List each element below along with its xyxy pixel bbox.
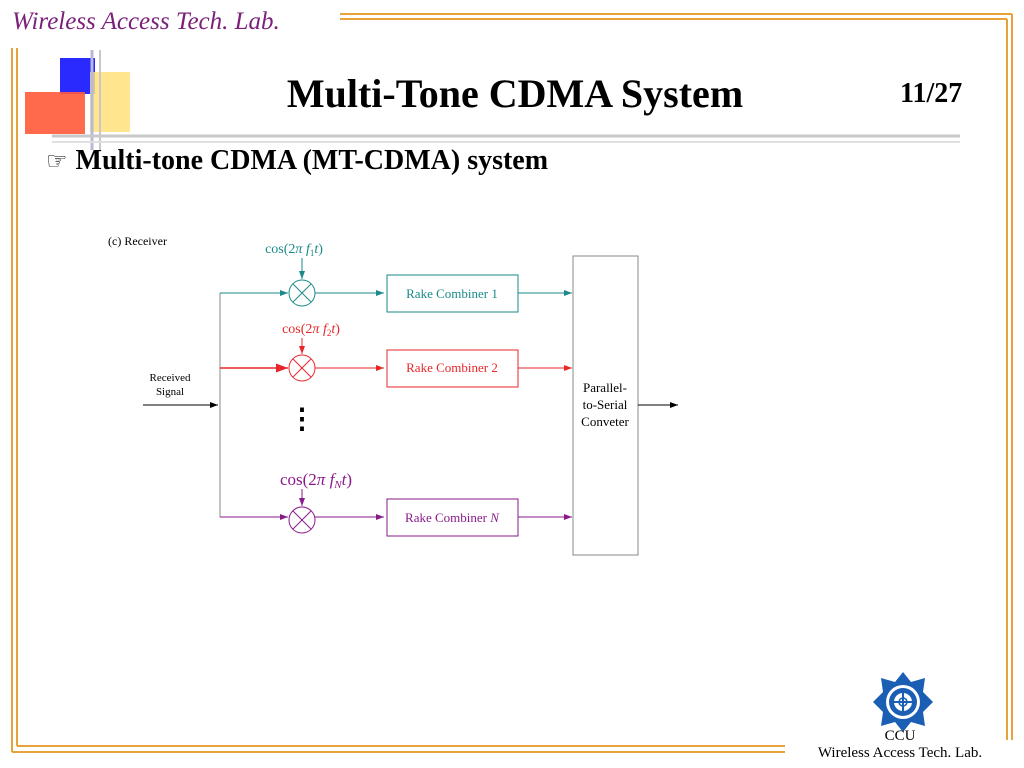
received-signal-label-2: Signal: [156, 386, 184, 398]
rake-combiner-2-label: Rake Combiner 2: [406, 360, 498, 375]
oscillator-label-1: cos(2π f1t): [265, 242, 323, 258]
title-decoration: [25, 50, 960, 150]
diagram-caption: (c) Receiver: [108, 234, 167, 248]
page-number: 11/27: [900, 78, 963, 109]
slide-title: Multi-Tone CDMA System: [286, 71, 744, 116]
more-branches-ellipsis: ⋮: [288, 404, 316, 435]
oscillator-label-n: cos(2π fNt): [280, 470, 352, 491]
branch-1: [220, 258, 572, 313]
ps-label-line1: Parallel-: [583, 380, 627, 395]
rake-combiner-n-label: Rake Combiner N: [405, 510, 500, 525]
ps-label-line3: Conveter: [581, 414, 629, 429]
rake-combiner-1-label: Rake Combiner 1: [406, 286, 498, 301]
bullet-text: Multi-tone CDMA (MT-CDMA) system: [75, 145, 549, 176]
header-lab-name: Wireless Access Tech. Lab.: [12, 8, 280, 35]
received-signal-label-1: Received: [150, 372, 191, 384]
footer-lab-name: Wireless Access Tech. Lab.: [817, 745, 983, 761]
ccu-emblem-icon: [873, 672, 933, 732]
footer-org: CCU: [884, 728, 916, 744]
oscillator-label-2: cos(2π f2t): [282, 322, 340, 338]
parallel-to-serial-block: [572, 255, 639, 556]
branch-n: [220, 489, 572, 537]
branch-2: [220, 338, 572, 388]
footer: CCU Wireless Access Tech. Lab.: [800, 728, 1000, 762]
ps-label-line2: to-Serial: [583, 397, 628, 412]
bullet-item: ☞ Multi-tone CDMA (MT-CDMA) system: [46, 145, 548, 177]
pointing-hand-icon: ☞: [46, 148, 68, 175]
